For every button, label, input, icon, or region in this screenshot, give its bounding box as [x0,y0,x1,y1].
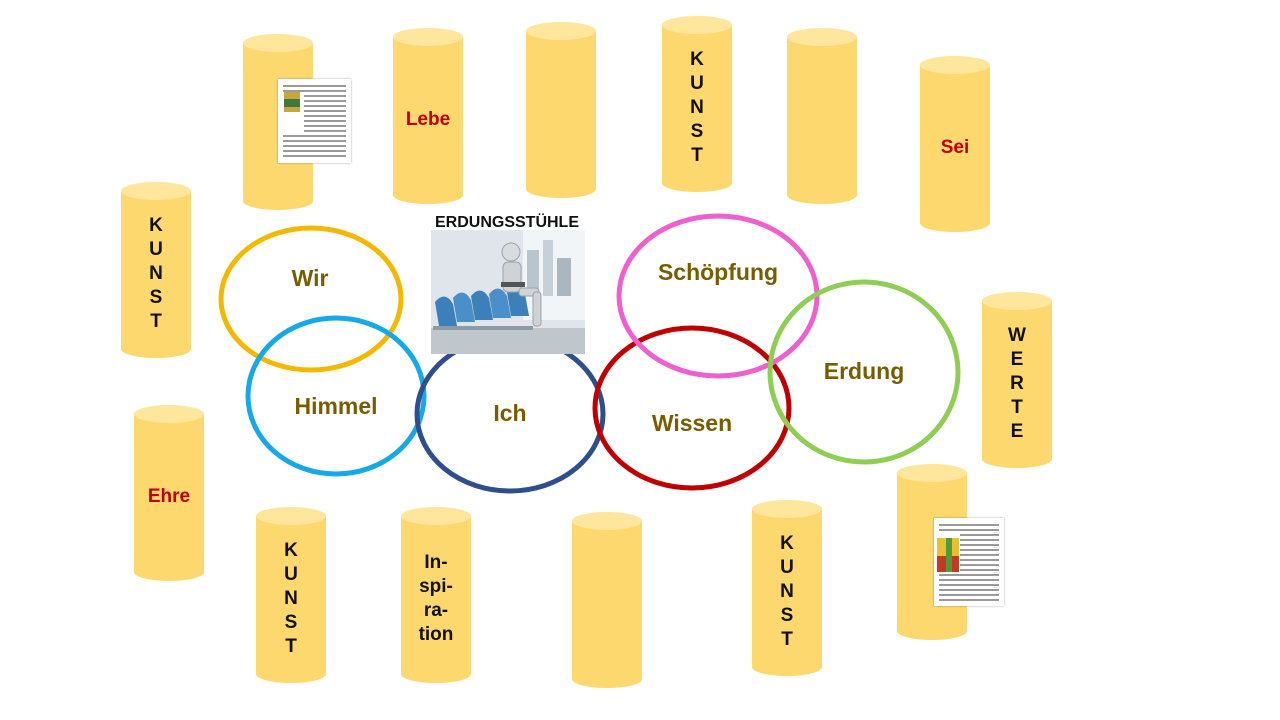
cylinder [121,182,191,358]
cylinder [787,28,857,204]
cylinder-body [662,25,732,192]
cylinder-body [982,301,1052,468]
cylinder-body [393,37,463,204]
cylinder-body [256,516,326,683]
document-text-line [283,85,346,87]
cylinder-body [752,509,822,676]
document-text-line [960,559,999,561]
document-text-line [304,120,346,122]
cylinder-body [526,31,596,198]
cylinder-top [256,507,326,525]
cylinder-top [787,28,857,46]
document-text-line [960,539,999,541]
cylinder [662,16,732,192]
cylinder-body [134,414,204,581]
document-thumbnail [934,518,1004,606]
cylinder-label: K U N S T [284,540,298,657]
ring-schöpfung [616,213,820,379]
cylinder-top [243,34,313,52]
cylinder-top [526,22,596,40]
cylinder-body [920,65,990,232]
cylinder-label: K U N S T [690,49,704,166]
cylinder-body [572,521,642,688]
cylinder [134,405,204,581]
cylinder-body [787,37,857,204]
cylinder-label: In- spi- ra- tion [418,552,454,645]
ring-label: Schöpfung [657,259,779,285]
cylinder-top [393,28,463,46]
ring-label: Wir [291,265,329,291]
document-text-line [304,95,346,97]
cylinder-label: W E R T E [1008,325,1026,442]
document-text-line [283,145,346,147]
cylinder-top [121,182,191,200]
document-text-line [283,90,346,92]
cylinder-top [982,292,1052,310]
document-text-line [283,155,346,157]
cylinder-label: Lebe [405,109,451,130]
cylinder [982,292,1052,468]
document-thumbnail [278,79,351,163]
document-text-line [939,594,999,596]
ring-label: Wissen [651,410,733,436]
document-text-line [960,564,999,566]
cylinder [393,28,463,204]
document-text-line [304,125,346,127]
document-text-line [283,150,346,152]
document-text-line [283,140,346,142]
cylinder-label: K U N S T [149,215,163,332]
cylinder-top [752,500,822,518]
cylinder-top [662,16,732,34]
cylinder [572,512,642,688]
ring-layer [218,213,961,494]
cylinder-body [401,516,471,683]
document-text-line [283,135,346,137]
document-text-line [304,105,346,107]
ring-label: Ich [493,400,527,426]
ring-wissen [592,325,792,491]
cylinder [920,56,990,232]
document-text-line [304,115,346,117]
document-text-line [304,110,346,112]
document-text-line [939,529,999,531]
document-text-line [960,534,999,536]
document-text-line [939,524,999,526]
document-text-line [304,130,346,132]
cylinder-top [897,464,967,482]
cylinder-top [572,512,642,530]
cylinder-top [920,56,990,74]
ring-erdung [767,279,961,465]
photo-title: ERDUNGSSTÜHLE [434,214,579,231]
document-text-line [939,579,999,581]
document-text-line [960,554,999,556]
cylinder-label: Sei [940,137,970,158]
ring-label: Erdung [823,358,905,384]
ring-himmel [245,315,427,477]
cylinder-label: Ehre [147,486,191,507]
document-text-line [960,569,999,571]
robot-chairs-photo [431,230,585,354]
cylinder [752,500,822,676]
document-text-line [960,544,999,546]
document-text-line [304,100,346,102]
cylinder [526,22,596,198]
cylinder-top [134,405,204,423]
cylinder-top [401,507,471,525]
document-text-line [939,599,999,601]
cylinder [401,507,471,683]
document-text-line [939,574,999,576]
document-text-line [939,584,999,586]
document-text-line [960,549,999,551]
cylinder-body [121,191,191,358]
document-text-line [939,589,999,591]
ring-wir [218,225,404,373]
cylinder-label: K U N S T [780,533,794,650]
cylinder [256,507,326,683]
ring-label: Himmel [294,393,378,419]
